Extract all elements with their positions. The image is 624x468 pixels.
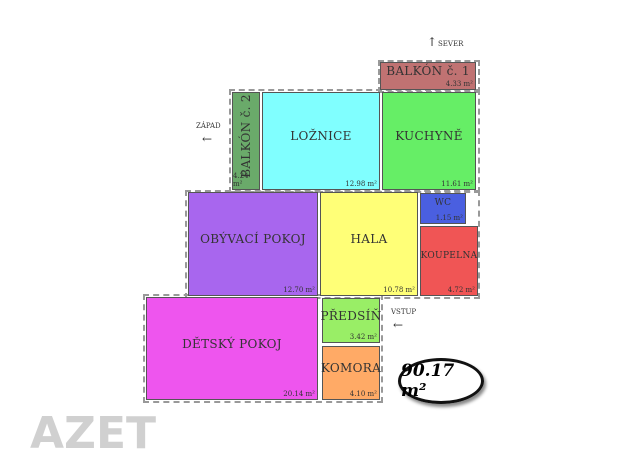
entrance-arrow-icon: ← [393,318,404,332]
room-name: LOŽNICE [290,129,352,143]
room-name: BALKÓN č. 1 [386,64,470,78]
room-name: PŘEDSÍŇ [320,308,382,323]
west-arrow-icon: ← [202,132,213,146]
watermark: AZET [30,408,157,459]
west-label: ZÁPAD [196,122,221,130]
room-area: 4.72 m² [447,286,475,294]
room-5: HALA 10.78 m² [320,192,418,296]
total-area: 90.17 m² [398,358,484,404]
room-area: 12.70 m² [283,286,315,294]
room-name: KOUPELNA [420,250,478,261]
room-name: DĚTSKÝ POKOJ [182,336,282,351]
room-name: HALA [350,232,388,246]
room-area: 11.61 m² [441,180,473,188]
north-label: SEVER [438,40,464,48]
room-name: OBÝVACÍ POKOJ [200,232,306,246]
room-9: PŘEDSÍŇ 3.42 m² [320,298,382,343]
room-area: 4.33 m² [445,80,473,88]
room-area: 1.15 m² [435,214,463,222]
room-2: LOŽNICE 12.98 m² [262,92,380,190]
room-area: 10.78 m² [383,286,415,294]
north-arrow-icon: ↑ [427,35,438,49]
room-area: 4.10 m² [349,390,377,398]
entrance-label: VSTUP [391,308,417,316]
room-area: 20.14 m² [283,390,315,398]
room-name: KOMORA [320,361,382,375]
room-7: KOUPELNA 4.72 m² [420,226,478,296]
room-10: KOMORA 4.10 m² [320,346,382,400]
room-name: KUCHYNĚ [395,129,463,143]
room-4: OBÝVACÍ POKOJ 12.70 m² [188,192,318,296]
room-name: BALKÓN č. 2 [239,94,254,178]
room-name: WC [434,198,452,208]
room-area: 4.24 m² [233,172,249,188]
room-0: BALKÓN č. 1 4.33 m² [380,62,476,90]
room-6: WC 1.15 m² [420,193,466,224]
room-area: 3.42 m² [349,333,377,341]
room-8: DĚTSKÝ POKOJ 20.14 m² [146,297,318,400]
room-area: 12.98 m² [345,180,377,188]
room-3: KUCHYNĚ 11.61 m² [382,92,476,190]
